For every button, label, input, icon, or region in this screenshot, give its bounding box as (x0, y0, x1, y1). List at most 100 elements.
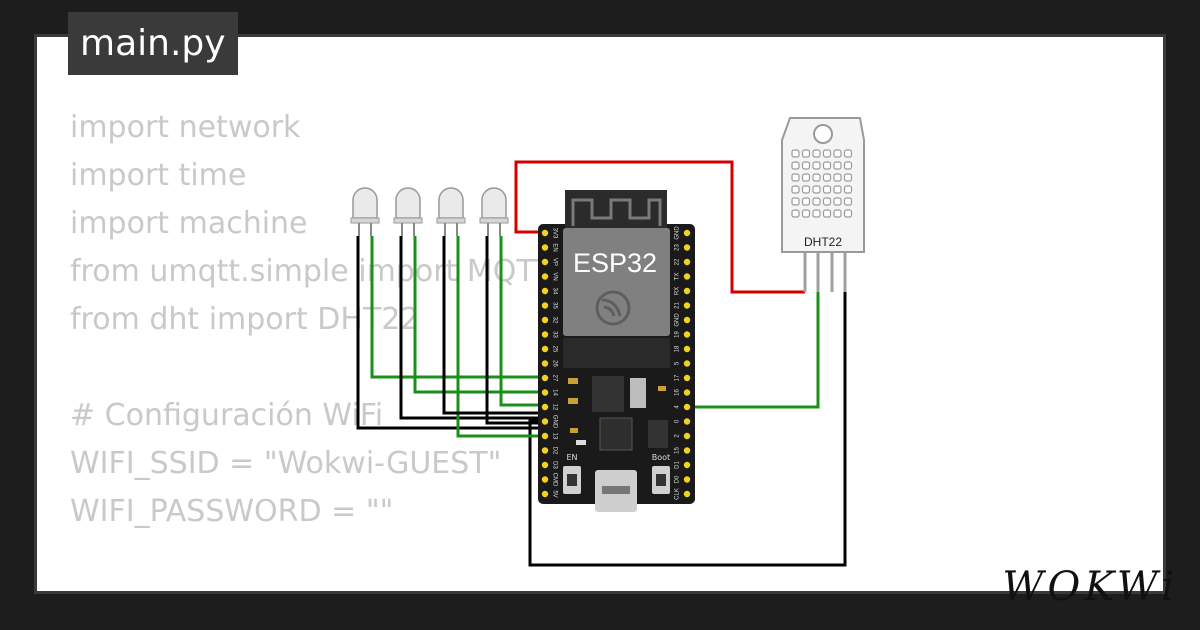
dht22-vent-slot (801, 197, 811, 206)
wire-led1-black[interactable] (356, 236, 545, 430)
antenna-trace (571, 198, 662, 226)
dht22-vent-slot (812, 161, 821, 170)
esp32-pin[interactable] (541, 374, 549, 382)
esp32-pin-label: 14 (551, 389, 557, 396)
esp32-pin[interactable] (683, 461, 691, 469)
esp32-pin[interactable] (541, 490, 549, 498)
esp32-pin[interactable] (541, 316, 549, 324)
wire-led3-green[interactable] (456, 236, 545, 438)
esp32-pin[interactable] (683, 331, 691, 338)
code-line: WIFI_SSID = "Wokwi-GUEST" (70, 446, 502, 481)
code-line: WIFI_PASSWORD = "" (70, 494, 394, 529)
dht22-vent-slot (791, 149, 800, 158)
code-line: # Configuración MQTT (70, 584, 552, 591)
dht22-vent-slot (791, 197, 800, 206)
led-1[interactable] (350, 187, 380, 236)
esp32-pin[interactable] (683, 229, 691, 237)
wire-led3-black[interactable] (442, 236, 545, 415)
dht22-vent-slot (822, 197, 832, 206)
led-4[interactable] (479, 187, 509, 236)
esp32-pin[interactable] (541, 447, 549, 454)
dht22-vent-slot (822, 209, 832, 218)
wokwi-logo: WOKWi (1002, 564, 1178, 610)
esp32-pin-label: D3 (551, 461, 557, 469)
espressif-logo (595, 290, 631, 326)
esp32-pin[interactable] (541, 273, 549, 280)
esp32-pin[interactable] (541, 302, 549, 309)
dht22-vent-slot (843, 185, 853, 194)
esp32-pin[interactable] (541, 403, 549, 411)
antenna-pcb (565, 190, 667, 232)
esp32-pin[interactable] (683, 244, 691, 251)
esp32-pin[interactable] (541, 476, 549, 483)
esp32-pin-label: TX (675, 273, 681, 281)
esp32-pin[interactable] (683, 287, 691, 295)
esp32-pin[interactable] (541, 418, 549, 425)
dht22-vent-slot (791, 173, 800, 182)
esp32-pin-label: 13 (551, 433, 557, 440)
dht22-vent-slot (801, 161, 811, 170)
wire-led2-black[interactable] (399, 236, 545, 420)
esp32-pin[interactable] (683, 418, 691, 425)
left-pin-header: 3V3ENVPVN343532332526271412GND13D2D3CMD5… (541, 228, 557, 498)
wire-led4-green[interactable] (499, 236, 545, 407)
esp32-pin-label: D0 (675, 475, 681, 483)
wire-led2-green[interactable] (413, 236, 545, 394)
wire-black-gnd[interactable] (528, 292, 847, 567)
esp32-pin[interactable] (683, 447, 691, 454)
led-3[interactable] (436, 187, 466, 236)
esp32-pin[interactable] (541, 360, 549, 367)
esp32-pin[interactable] (683, 403, 691, 411)
esp32-pin-label: 27 (551, 375, 557, 382)
dht22-vent-grid (791, 149, 853, 218)
esp32-pin-label: CLK (675, 488, 681, 500)
esp32-pin[interactable] (541, 461, 549, 469)
esp32-pin-label: RX (675, 287, 681, 295)
dht22-vent-slot (843, 197, 853, 206)
dht22-vent-slot (843, 149, 853, 158)
dht22-mount-hole (813, 124, 833, 144)
esp32-pin[interactable] (683, 360, 691, 367)
esp32-pin-label: 25 (551, 346, 557, 353)
dht22-vent-slot (812, 197, 821, 206)
esp32-pin[interactable] (683, 490, 691, 498)
esp32-pin[interactable] (541, 244, 549, 251)
file-name-tab[interactable]: main.py (68, 12, 238, 75)
esp32-pin-label: D1 (675, 461, 681, 469)
esp32-pin[interactable] (683, 374, 691, 382)
dht22-vent-slot (833, 173, 842, 182)
esp32-pin[interactable] (541, 389, 549, 396)
esp32-pin-label: 2 (675, 434, 681, 438)
esp32-pin[interactable] (683, 258, 691, 266)
esp32-pin[interactable] (541, 432, 549, 440)
wire-red-vcc[interactable] (514, 160, 805, 294)
wire-green-data[interactable] (687, 292, 820, 409)
board-label: ESP32 (573, 248, 657, 278)
esp32-pin[interactable] (683, 476, 691, 483)
esp32-pin[interactable] (683, 302, 691, 309)
dht22-vent-slot (843, 173, 853, 182)
esp32-pin[interactable] (541, 331, 549, 338)
esp32-pin[interactable] (683, 432, 691, 440)
led-2[interactable] (393, 187, 423, 236)
dht22-sensor[interactable]: DHT22 (781, 117, 865, 292)
esp32-pin-label: EN (551, 243, 557, 251)
esp32-pin-label: 4 (675, 405, 681, 409)
dht22-vent-slot (822, 173, 832, 182)
dht22-vent-slot (801, 185, 811, 194)
esp32-pin[interactable] (541, 229, 549, 237)
esp32-pin-label: 3V3 (551, 228, 557, 239)
esp32-pin-label: 18 (675, 345, 681, 352)
esp32-pin[interactable] (541, 287, 549, 295)
esp32-pin[interactable] (683, 345, 691, 353)
esp32-pin[interactable] (541, 345, 549, 353)
esp32-pin[interactable] (683, 389, 691, 396)
esp32-pin[interactable] (683, 273, 691, 280)
dht22-vent-slot (791, 185, 800, 194)
dht22-vent-slot (801, 149, 811, 158)
esp32-board[interactable]: ESP32 EN Boot 3V3ENVPVN34353233252627141… (538, 190, 695, 512)
wire-led4-black[interactable] (485, 236, 545, 425)
esp32-pin[interactable] (683, 316, 691, 324)
esp32-pin[interactable] (541, 258, 549, 266)
